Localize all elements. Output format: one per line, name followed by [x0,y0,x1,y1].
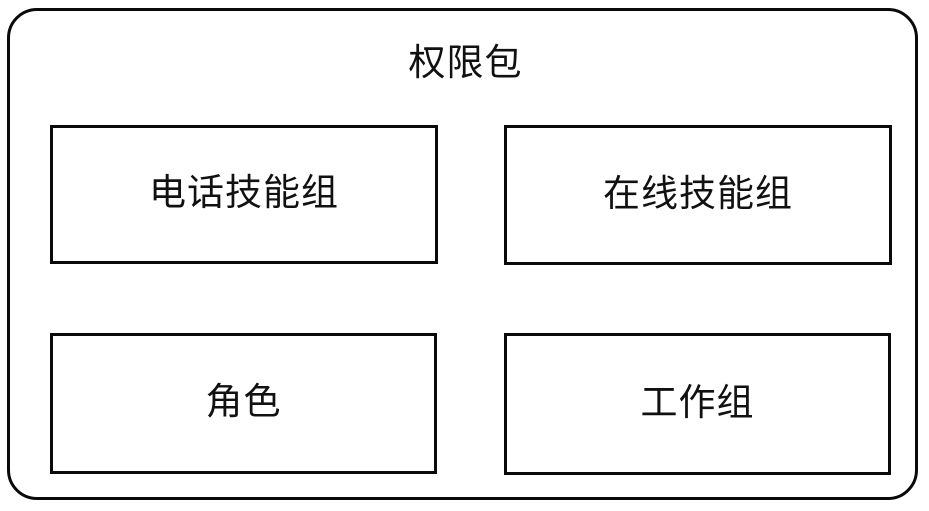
entity-label-online-skill-group: 在线技能组 [603,173,793,215]
entity-label-work-group: 工作组 [640,382,755,424]
entity-box-role[interactable]: 角色 [50,333,437,474]
package-title: 权限包 [408,43,523,84]
entity-box-online-skill-group[interactable]: 在线技能组 [504,125,892,265]
entity-label-role: 角色 [205,382,282,424]
entity-box-phone-skill-group[interactable]: 电话技能组 [50,125,438,264]
entity-box-work-group[interactable]: 工作组 [504,333,891,475]
entity-label-phone-skill-group: 电话技能组 [149,173,339,215]
permission-package-container: 权限包 电话技能组 在线技能组 角色 工作组 [7,8,918,500]
